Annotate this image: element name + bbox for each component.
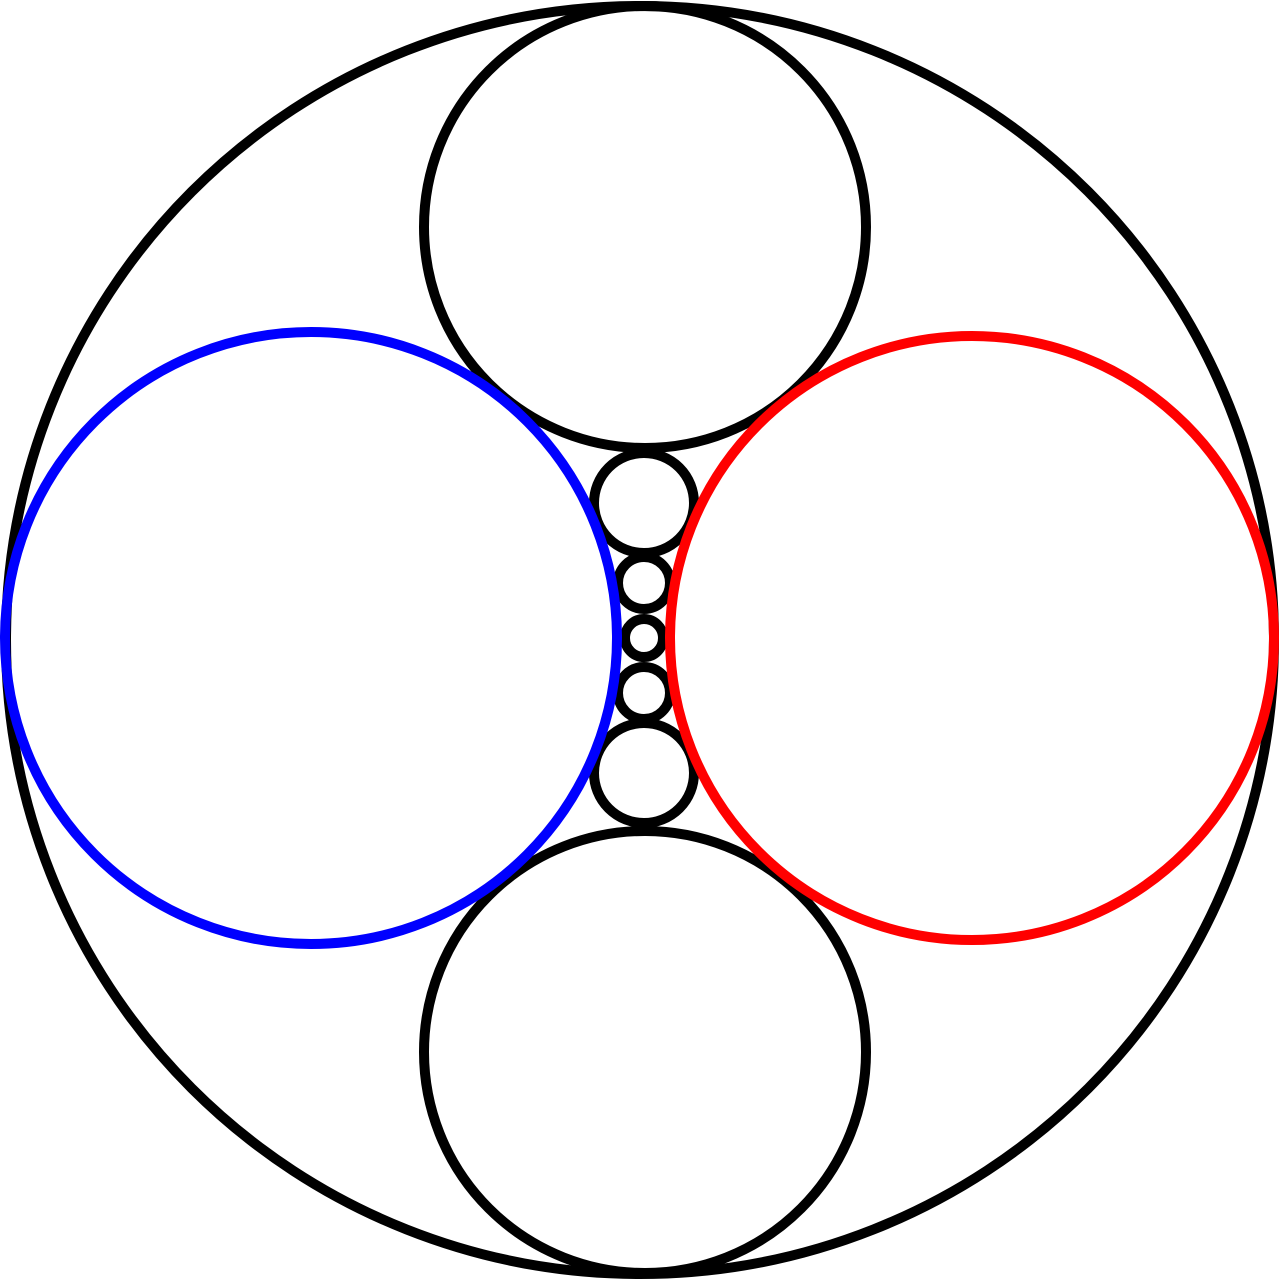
chain-circle-5: [589, 718, 699, 828]
left-blue-circle: [0, 327, 622, 949]
chain-circle-1: [589, 448, 699, 558]
bottom-circle: [419, 826, 871, 1278]
chain-circle-4: [613, 662, 675, 724]
chain-circle-3: [620, 614, 668, 662]
top-circle: [419, 1, 871, 453]
chain-circle-2: [613, 552, 675, 614]
right-red-circle: [665, 331, 1279, 945]
